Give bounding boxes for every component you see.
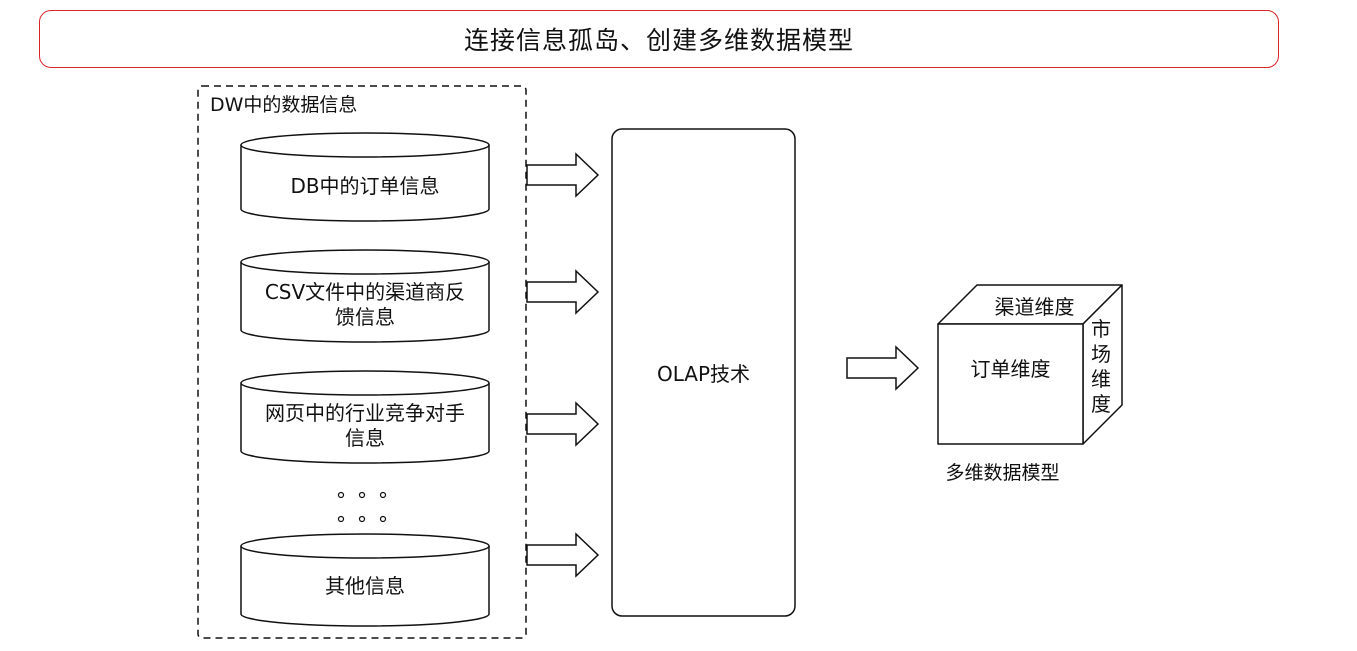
source-label-1: DB中的订单信息 (290, 173, 440, 198)
olap-label: OLAP技术 (656, 362, 751, 386)
arrow-to-cube (846, 345, 920, 391)
cylinder-csv-feedback (240, 249, 490, 343)
dw-container (197, 85, 527, 639)
ellipsis-dots (337, 491, 387, 523)
cube-side-char: 度 (1091, 392, 1111, 416)
source-label-2: CSV文件中的渠道商反馈信息 (264, 280, 466, 329)
arrow-right-2 (526, 269, 600, 315)
arrow-right-1 (526, 152, 600, 198)
cube-caption: 多维数据模型 (945, 462, 1060, 484)
cube-side-char: 市 (1091, 317, 1111, 341)
banner-title: 连接信息孤岛、创建多维数据模型 (463, 26, 854, 55)
cube-shape (937, 284, 1123, 445)
dw-title: DW中的数据信息 (210, 94, 358, 116)
cube-side-char: 场 (1091, 342, 1111, 366)
source-label-4: 其他信息 (325, 573, 405, 598)
cube-front-label: 订单维度 (970, 356, 1051, 381)
cube-side-label: 市 场 维 度 (1086, 312, 1116, 422)
cylinder-other-info (240, 533, 490, 627)
olap-box (611, 128, 796, 617)
arrow-right-3 (526, 401, 600, 447)
arrow-right-4 (526, 532, 600, 578)
cube-side-char: 维 (1091, 367, 1111, 391)
cylinder-web-competitors (240, 370, 490, 464)
cube-top-label: 渠道维度 (994, 294, 1075, 319)
cylinder-db-orders (240, 132, 490, 222)
source-label-3: 网页中的行业竞争对手信息 (265, 401, 465, 450)
header-banner: 连接信息孤岛、创建多维数据模型 (39, 10, 1279, 68)
